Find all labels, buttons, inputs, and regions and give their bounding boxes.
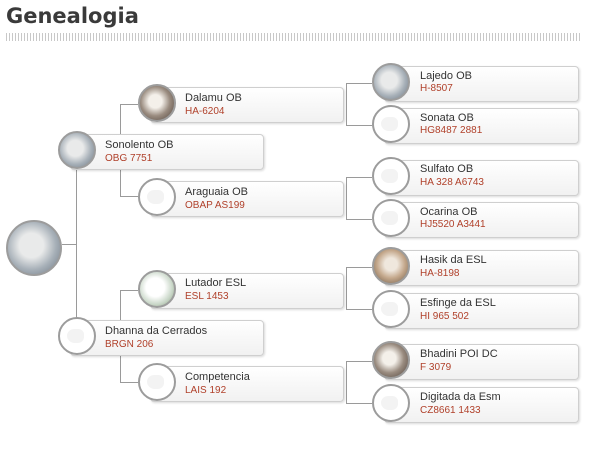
- animal-registration: CZ8661 1433: [420, 405, 481, 416]
- animal-name[interactable]: Sonolento OB: [105, 139, 174, 151]
- great-grandparent-card[interactable]: [384, 66, 579, 102]
- great-grandparent-card[interactable]: [384, 387, 579, 423]
- animal-registration: F 3079: [420, 362, 452, 373]
- animal-name[interactable]: Esfinge da ESL: [420, 297, 496, 309]
- great-grandparent-card[interactable]: [384, 250, 579, 286]
- placeholder-animal-icon[interactable]: [138, 178, 176, 216]
- great-grandparent-card[interactable]: [384, 344, 579, 380]
- animal-registration: HA 328 A6743: [420, 177, 484, 188]
- connector-line: [346, 177, 347, 219]
- bull-photo-icon[interactable]: [372, 63, 410, 101]
- connector-line: [120, 104, 138, 105]
- animal-registration: H-8507: [420, 83, 453, 94]
- connector-line: [120, 290, 138, 291]
- connector-line: [62, 244, 77, 245]
- page-title: Genealogia: [6, 4, 139, 28]
- grandparent-card[interactable]: [150, 366, 344, 402]
- grandparent-card[interactable]: [150, 273, 344, 309]
- animal-name[interactable]: Sonata OB: [420, 112, 474, 124]
- connector-line: [120, 196, 138, 197]
- parent-card-sire[interactable]: [70, 134, 264, 170]
- great-grandparent-card[interactable]: [384, 293, 579, 329]
- connector-line: [346, 219, 372, 220]
- connector-line: [346, 361, 347, 403]
- animal-registration: LAIS 192: [185, 385, 227, 396]
- bull-photo-icon[interactable]: [372, 247, 410, 285]
- bull-photo-icon[interactable]: [138, 84, 176, 122]
- animal-registration: OBG 7751: [105, 153, 153, 164]
- connector-line: [346, 267, 347, 309]
- title-divider: [6, 33, 582, 41]
- connector-line: [346, 177, 372, 178]
- animal-registration: OBAP AS199: [185, 200, 245, 211]
- animal-registration: HA-8198: [420, 268, 460, 279]
- great-grandparent-card[interactable]: [384, 108, 579, 144]
- animal-registration: HG8487 2881: [420, 125, 483, 136]
- placeholder-animal-icon[interactable]: [372, 105, 410, 143]
- placeholder-animal-icon[interactable]: [372, 157, 410, 195]
- connector-line: [346, 361, 372, 362]
- placeholder-animal-icon[interactable]: [58, 317, 96, 355]
- great-grandparent-card[interactable]: [384, 160, 579, 196]
- great-grandparent-card[interactable]: [384, 202, 579, 238]
- connector-line: [76, 150, 77, 330]
- parent-card-dam[interactable]: [70, 320, 264, 356]
- animal-name[interactable]: Competencia: [185, 371, 250, 383]
- animal-name[interactable]: Ocarina OB: [420, 206, 478, 218]
- placeholder-animal-icon[interactable]: [372, 384, 410, 422]
- animal-registration: HI 965 502: [420, 311, 469, 322]
- placeholder-animal-icon[interactable]: [138, 363, 176, 401]
- animal-registration: HA-6204: [185, 106, 225, 117]
- connector-line: [346, 309, 372, 310]
- bull-photo-icon[interactable]: [372, 341, 410, 379]
- connector-line: [346, 83, 347, 125]
- animal-name[interactable]: Lutador ESL: [185, 277, 247, 289]
- animal-registration: BRGN 206: [105, 339, 154, 350]
- bull-photo-icon[interactable]: [58, 131, 96, 169]
- animal-name[interactable]: Araguaia OB: [185, 186, 248, 198]
- bull-photo-icon[interactable]: [138, 270, 176, 308]
- subject-photo[interactable]: [6, 220, 62, 276]
- animal-name[interactable]: Hasik da ESL: [420, 254, 487, 266]
- animal-name[interactable]: Digitada da Esm: [420, 391, 501, 403]
- animal-name[interactable]: Sulfato OB: [420, 163, 474, 175]
- connector-line: [346, 267, 372, 268]
- animal-name[interactable]: Dalamu OB: [185, 92, 242, 104]
- animal-name[interactable]: Lajedo OB: [420, 70, 472, 82]
- grandparent-card[interactable]: [150, 87, 344, 123]
- connector-line: [346, 125, 372, 126]
- connector-line: [346, 403, 372, 404]
- connector-line: [346, 83, 372, 84]
- animal-name[interactable]: Dhanna da Cerrados: [105, 325, 208, 337]
- animal-registration: HJ5520 A3441: [420, 219, 486, 230]
- placeholder-animal-icon[interactable]: [372, 199, 410, 237]
- animal-registration: ESL 1453: [185, 291, 229, 302]
- placeholder-animal-icon[interactable]: [372, 290, 410, 328]
- animal-name[interactable]: Bhadini POI DC: [420, 348, 498, 360]
- connector-line: [120, 382, 138, 383]
